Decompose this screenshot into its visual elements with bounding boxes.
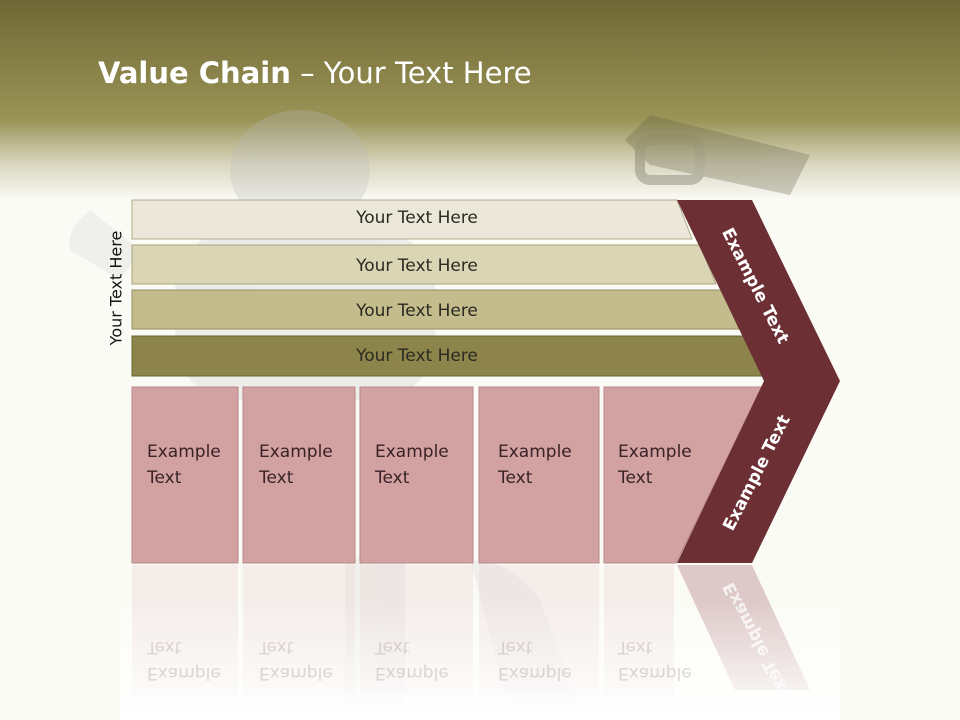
bar-2 (131, 244, 717, 285)
bar-3-label: Your Text Here (356, 301, 478, 321)
side-label: Your Text Here (106, 230, 126, 346)
bar-1 (131, 199, 693, 240)
header-band (0, 0, 960, 200)
bar-4-label: Your Text Here (356, 346, 478, 366)
box-3 (359, 386, 474, 564)
box-4 (478, 386, 600, 564)
box-5 (603, 386, 763, 564)
bar-1-label: Your Text Here (356, 208, 478, 228)
slide-title: Value Chain – Your Text Here (98, 56, 532, 90)
box-2 (242, 386, 356, 564)
bar-2-label: Your Text Here (356, 256, 478, 276)
box-1 (131, 386, 239, 564)
bar-3 (131, 289, 740, 330)
chevron-arrow (677, 200, 840, 563)
